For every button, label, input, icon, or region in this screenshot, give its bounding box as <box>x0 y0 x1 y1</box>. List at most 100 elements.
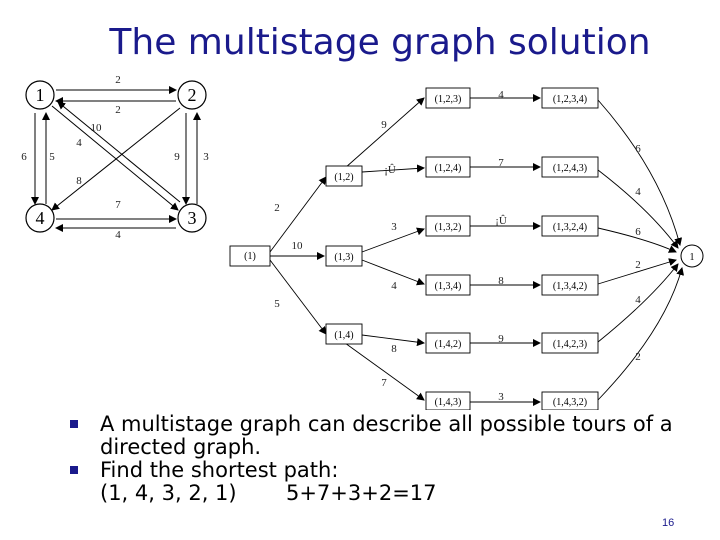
ms-node <box>325 165 363 187</box>
ms-node-label: (1,4,2,3) <box>553 339 587 350</box>
edge-label: 10 <box>292 240 304 252</box>
slide-title: The multistage graph solution <box>109 22 651 63</box>
edge-label: 3 <box>391 221 397 233</box>
multistage-weights: 2 10 5 9 ¡Û 3 4 8 7 4 7 ¡Û 8 9 3 6 4 6 2… <box>274 89 641 403</box>
ms-node-label: (1,4,3,2) <box>553 397 587 408</box>
edge-label: 9 <box>381 119 387 131</box>
ms-edge <box>361 334 425 347</box>
ms-edge <box>269 176 327 253</box>
edge-label: 8 <box>498 275 504 287</box>
bullet-item: Find the shortest path: <box>70 459 710 482</box>
ms-node <box>425 274 471 296</box>
ms-node <box>541 156 599 178</box>
path-line: (1, 4, 3, 2, 1) 5+7+3+2=17 <box>70 482 710 505</box>
ms-edge <box>361 259 425 286</box>
ms-node <box>541 87 599 109</box>
ms-node <box>425 156 471 178</box>
ms-edge <box>597 263 679 343</box>
ms-node-label: (1,4) <box>334 330 353 341</box>
ms-node-label: (1,2,3,4) <box>553 94 587 105</box>
ms-node-start <box>229 245 271 267</box>
bullet-item: A multistage graph can describe all poss… <box>70 413 710 459</box>
small-graph: 1 2 3 4 2 2 10 4 5 6 8 3 9 7 4 <box>21 74 209 241</box>
bullet-text: A multistage graph can describe all poss… <box>100 412 673 459</box>
ms-node <box>541 391 599 410</box>
ms-node-label: (1,4,3) <box>435 397 462 408</box>
bullet-square-icon <box>70 420 78 428</box>
ms-node <box>541 215 599 237</box>
page-number: 16 <box>662 517 675 529</box>
edge-label: 2 <box>115 74 121 86</box>
ms-node-label: (1,2) <box>334 172 353 183</box>
graph-node <box>25 80 55 110</box>
ms-edge <box>269 259 327 335</box>
ms-node <box>425 391 471 410</box>
node-label: 2 <box>188 85 197 105</box>
edge-label: 10 <box>91 122 103 134</box>
ms-node-label: (1,3) <box>334 252 353 263</box>
ms-edge <box>361 227 425 253</box>
edge-label: 4 <box>76 137 82 149</box>
edge-label: 4 <box>498 89 504 101</box>
edge-1-3 <box>51 105 179 211</box>
bullet-text: Find the shortest path: <box>100 458 339 482</box>
ms-node-label: (1) <box>244 251 256 262</box>
edge-label: 7 <box>115 199 121 211</box>
edge-label: 8 <box>391 343 397 355</box>
ms-node <box>425 215 471 237</box>
ms-edge <box>597 99 683 246</box>
ms-node-label: (1,3,2) <box>435 222 462 233</box>
edge-label: 4 <box>635 186 641 198</box>
edge-label: 5 <box>49 151 55 163</box>
multistage-edges <box>269 94 685 406</box>
edge-label: 6 <box>635 226 641 238</box>
edge-label: 4 <box>391 280 397 292</box>
graph-diagram: 1 2 3 4 2 2 10 4 5 6 8 3 9 7 4 <box>21 74 704 410</box>
ms-edge <box>597 258 677 285</box>
ms-edge <box>597 267 685 401</box>
graph-node <box>177 80 207 110</box>
edge-label: ¡Û <box>495 215 507 227</box>
ms-node <box>541 332 599 354</box>
ms-node-label: (1,3,2,4) <box>553 222 587 233</box>
bullet-list: A multistage graph can describe all poss… <box>70 413 710 505</box>
edge-label: 7 <box>498 157 504 169</box>
edge-label: 5 <box>274 298 280 310</box>
ms-node-label: 1 <box>690 252 695 263</box>
ms-edge <box>344 97 425 169</box>
edge-label: 4 <box>115 229 121 241</box>
edge-label: 4 <box>635 294 641 306</box>
ms-node <box>325 323 363 345</box>
node-label: 1 <box>36 85 45 105</box>
edge-label: 2 <box>635 351 641 363</box>
ms-edge <box>344 342 425 401</box>
ms-node <box>425 332 471 354</box>
edge-label: 7 <box>381 377 387 389</box>
edge-label: 8 <box>76 175 82 187</box>
ms-edge <box>361 164 425 173</box>
edge-label: 6 <box>21 151 27 163</box>
edge-label: 2 <box>115 104 121 116</box>
ms-node-label: (1,2,4,3) <box>553 163 587 174</box>
graph-node <box>177 203 207 233</box>
ms-node <box>325 245 363 267</box>
edge-label: 3 <box>498 391 504 403</box>
ms-node-label: (1,4,2) <box>435 339 462 350</box>
bullet-square-icon <box>70 466 78 474</box>
ms-node <box>425 87 471 109</box>
path-text: (1, 4, 3, 2, 1) <box>100 481 237 505</box>
edge-label: 2 <box>635 259 641 271</box>
edge-label: 9 <box>498 333 504 345</box>
ms-node-label: (1,3,4) <box>435 281 462 292</box>
ms-edge <box>597 169 679 249</box>
edge-label: 2 <box>274 202 280 214</box>
ms-node-label: (1,2,4) <box>435 163 462 174</box>
node-label: 3 <box>188 208 197 228</box>
edge-label: 9 <box>174 151 180 163</box>
edge-3-1 <box>57 101 181 203</box>
ms-node-label: (1,3,4,2) <box>553 281 587 292</box>
edge-2-4 <box>51 107 181 211</box>
multistage-nodes: (1) (1,2) (1,3) (1,4) (1,2,3) (1,2,4) (1… <box>229 87 704 410</box>
edge-label: 3 <box>203 151 209 163</box>
edge-label: ¡Û <box>384 164 396 176</box>
